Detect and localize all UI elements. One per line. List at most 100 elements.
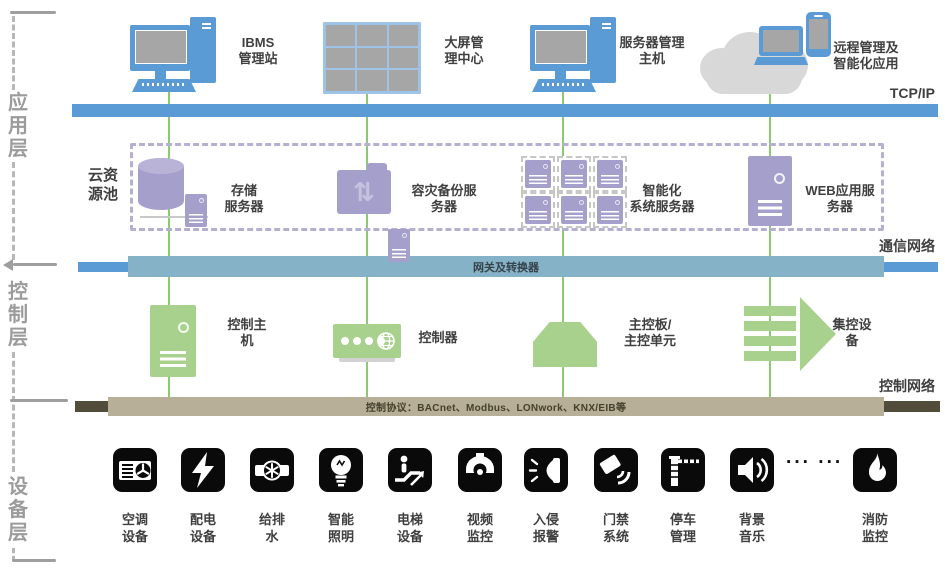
barrier-gate-icon — [661, 448, 705, 492]
device-label: 空调 设备 — [121, 512, 148, 544]
app-node-label: IBMS 管理站 — [238, 35, 278, 66]
server-tile — [521, 192, 555, 228]
control-node-label: 主控板/ 主控单元 — [623, 317, 676, 348]
speaker-icon — [730, 448, 774, 492]
rail-dash-2 — [12, 162, 15, 260]
flame-icon — [853, 448, 897, 492]
tcpip-label: TCP/IP — [889, 85, 935, 101]
control-host-tower-icon — [150, 305, 196, 377]
connector-line — [366, 90, 368, 105]
alarm-sensor-icon — [524, 448, 568, 492]
gateway-bar-label: 网关及转换器 — [473, 261, 539, 274]
lightning-icon — [181, 448, 225, 492]
keyboard-icon — [532, 79, 596, 92]
layer-label-application: 应 用 层 — [8, 92, 28, 160]
keyboard-icon — [132, 79, 196, 92]
rail-dash-3 — [12, 352, 15, 472]
server-tile — [593, 156, 627, 192]
backup-folder-icon: ⇅ — [337, 163, 391, 214]
monitor-stand — [155, 71, 166, 80]
mini-server-icon — [185, 194, 207, 227]
control-bar-right-end — [882, 401, 940, 412]
connector-line — [168, 92, 170, 105]
server-tile — [557, 156, 591, 192]
connector-line — [769, 92, 771, 105]
monitor-screen — [535, 30, 587, 64]
device-label: 视频 监控 — [466, 512, 493, 544]
rail-dash-1 — [12, 16, 15, 90]
app-node-label: 大屏管 理中心 — [444, 35, 484, 66]
monitor-icon — [530, 25, 590, 71]
device-label: 配电 设备 — [189, 512, 216, 544]
control-node-label: 控制主 机 — [227, 317, 267, 348]
bulb-icon — [319, 448, 363, 492]
app-node-label: 远程管理及 智能化应用 — [833, 40, 899, 71]
pc-tower-icon — [190, 17, 216, 83]
pump-icon — [250, 448, 294, 492]
protocol-bar: 控制协议：BACnet、Modbus、LONwork、KNX/EIB等 — [108, 397, 884, 416]
pool-node-label: WEB应用服 务器 — [805, 183, 875, 214]
rail-tick-top — [10, 11, 56, 14]
device-label: 给排 水 — [258, 512, 285, 544]
tcpip-network-bar — [72, 104, 938, 117]
sync-arrows-icon: ⇅ — [353, 177, 375, 207]
collector-bars-icon — [744, 306, 796, 361]
cloud-icon — [706, 60, 802, 94]
comm-bar-right-end — [880, 262, 938, 272]
access-card-icon — [594, 448, 638, 492]
monitor-stand — [555, 71, 566, 80]
server-host-workstation-icon — [530, 17, 622, 95]
device-label: 电梯 设备 — [396, 512, 423, 544]
device-label: 停车 管理 — [669, 512, 696, 544]
controller-base — [339, 357, 395, 362]
server-tile — [593, 192, 627, 228]
ellipsis-separator: ··· ··· — [786, 452, 844, 473]
ibms-workstation-icon — [130, 17, 222, 95]
pool-node-label: 存储 服务器 — [224, 183, 264, 214]
server-tile — [557, 192, 591, 228]
main-control-board-icon — [533, 322, 597, 367]
device-label: 背景 音乐 — [738, 512, 765, 544]
cloud-pool-label: 云资 源池 — [87, 167, 118, 203]
comm-bar-left-end — [78, 262, 134, 272]
camera-icon — [458, 448, 502, 492]
escalator-icon — [388, 448, 432, 492]
rail-tick-bottom — [12, 559, 56, 562]
connector-line — [562, 92, 564, 105]
device-label: 消防 监控 — [861, 512, 888, 544]
control-network-label: 控制网络 — [879, 378, 935, 394]
rail-tick-3 — [10, 399, 68, 402]
control-node-label: 集控设 备 — [832, 317, 872, 348]
gateway-bar: 网关及转换器 — [128, 256, 884, 277]
laptop-icon — [754, 26, 810, 66]
video-wall-icon — [323, 22, 421, 94]
device-label: 门禁 系统 — [602, 512, 629, 544]
pc-tower-icon — [590, 17, 616, 83]
pool-node-label: 智能化 系统服务器 — [629, 183, 695, 214]
cloud-pool-box — [130, 143, 884, 231]
air-conditioner-icon — [113, 448, 157, 492]
rail-arrow-icon — [3, 259, 13, 271]
storage-cylinder-icon — [138, 158, 184, 210]
controller-icon — [333, 324, 401, 358]
device-label: 智能 照明 — [327, 512, 354, 544]
layer-label-device: 设 备 层 — [8, 476, 28, 544]
rail-dash-4 — [12, 548, 15, 561]
collector-arrow-icon — [800, 297, 836, 371]
globe-icon — [377, 332, 395, 350]
control-bar-left-end — [75, 401, 111, 412]
smartphone-icon — [806, 12, 831, 57]
device-label: 入侵 报警 — [532, 512, 559, 544]
protocol-bar-label: 控制协议：BACnet、Modbus、LONwork、KNX/EIB等 — [365, 403, 627, 414]
layer-label-control: 控 制 层 — [8, 281, 28, 349]
controller-dots — [341, 337, 349, 345]
control-node-label: 控制器 — [418, 330, 458, 345]
monitor-icon — [130, 25, 190, 71]
web-server-tower-icon — [748, 156, 792, 226]
rail-tick-2 — [13, 263, 57, 266]
monitor-screen — [135, 30, 187, 64]
pool-node-label: 容灾备份服 务器 — [411, 183, 477, 214]
server-tile — [521, 156, 555, 192]
storage-connector-line — [140, 216, 208, 218]
